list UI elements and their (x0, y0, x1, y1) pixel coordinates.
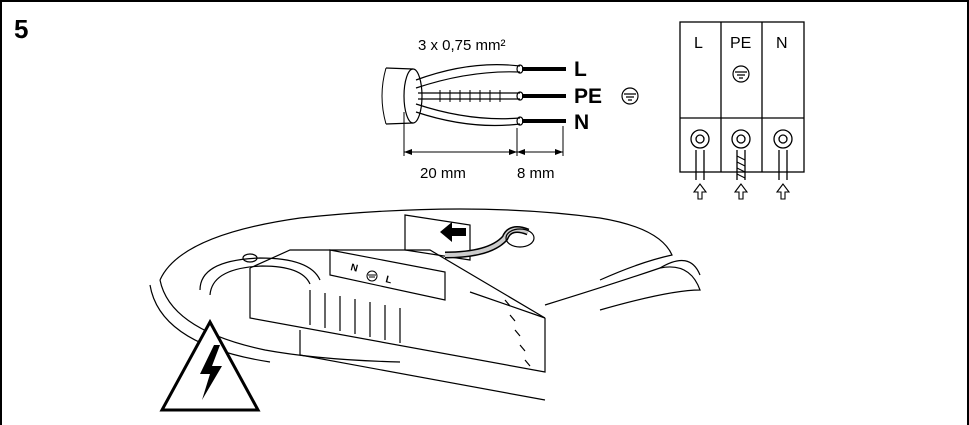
push-arrow-icon (692, 183, 791, 200)
wire-label-pe: PE (574, 85, 602, 108)
frame-left-edge (0, 0, 2, 425)
cable-spec: 3 x 0,75 mm² (418, 37, 506, 54)
terminal-label-l: L (694, 35, 703, 52)
box-label-n: N (349, 262, 359, 274)
box-ground-icon (366, 270, 378, 282)
warning-electric-icon (159, 318, 261, 412)
terminal-label-pe: PE (730, 35, 751, 52)
frame-top-edge (0, 0, 969, 2)
luminaire-housing (149, 208, 701, 401)
box-label-l: L (384, 274, 393, 286)
ground-icon (621, 87, 639, 105)
terminal-block (679, 21, 805, 180)
strip-length-label: 20 mm (420, 165, 466, 182)
cable-detail (381, 64, 566, 156)
terminal-ground-icon (732, 65, 750, 83)
wire-label-l: L (574, 58, 587, 81)
insert-arrow-icon (440, 222, 466, 242)
step-number: 5 (14, 14, 29, 44)
wire-label-n: N (574, 111, 589, 134)
insulation-length-label: 8 mm (517, 165, 555, 182)
terminal-label-n: N (776, 35, 788, 52)
